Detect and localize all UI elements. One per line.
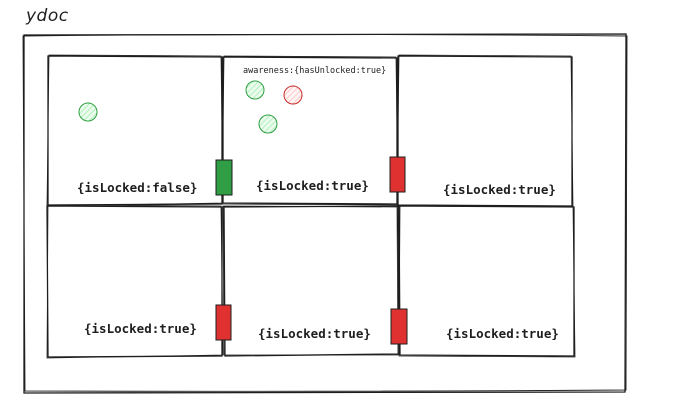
ydoc-title: ydoc: [26, 6, 69, 26]
cell-5-label: {isLocked:true}: [258, 326, 371, 341]
cell-6-label: {isLocked:true}: [446, 326, 559, 341]
cell-4-box: [46, 204, 224, 359]
cell-2-label: {isLocked:true}: [256, 178, 369, 193]
locked-handle: [390, 308, 408, 345]
cell-1-label: {isLocked:false}: [77, 180, 198, 195]
cell-3-label: {isLocked:true}: [443, 182, 556, 197]
green-circle-icon: [258, 114, 278, 134]
unlocked-handle: [215, 159, 233, 196]
locked-handle: [389, 156, 406, 193]
cell-4-label: {isLocked:true}: [84, 321, 197, 336]
locked-handle: [215, 304, 232, 341]
awareness-label: awareness:{hasUnlocked:true}: [243, 66, 387, 76]
ydoc-frame: [22, 33, 628, 394]
green-circle-icon: [78, 102, 98, 122]
cell-6-box: [398, 204, 576, 358]
red-circle-icon: [283, 85, 303, 105]
green-circle-icon: [245, 80, 265, 100]
